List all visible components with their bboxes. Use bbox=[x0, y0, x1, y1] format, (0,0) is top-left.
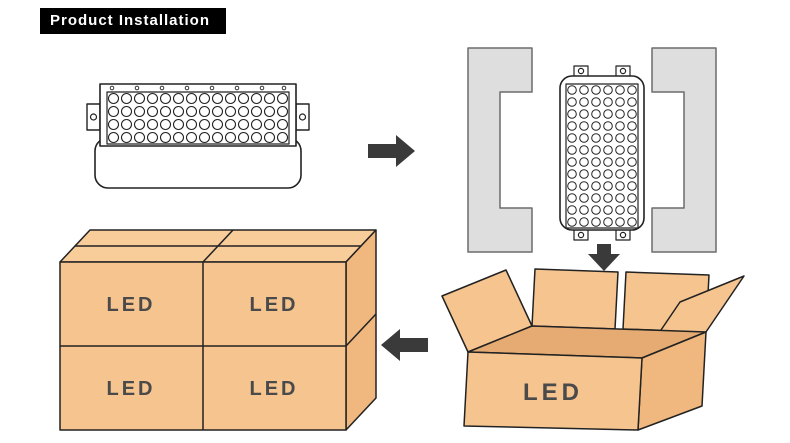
arrow-right-icon bbox=[368, 135, 415, 167]
foam-bracket-right bbox=[651, 47, 717, 253]
led-floodlight-front-view bbox=[86, 83, 310, 189]
stacked-box-led-label: LED bbox=[250, 378, 299, 400]
stacked-box-led-label: LED bbox=[107, 378, 156, 400]
screw-icon bbox=[298, 113, 307, 121]
led-lens-array-vertical bbox=[565, 83, 639, 229]
led-lens-array bbox=[106, 91, 290, 145]
box-divider-side bbox=[345, 313, 377, 347]
stacked-box-led-label: LED bbox=[107, 294, 156, 316]
panel-screws bbox=[109, 85, 287, 91]
open-carton-box: LED bbox=[441, 268, 745, 431]
open-box-led-label: LED bbox=[523, 379, 583, 406]
foam-bracket-left bbox=[467, 47, 533, 253]
screw-icon bbox=[89, 113, 98, 121]
stacked-box-led-label: LED bbox=[250, 294, 299, 316]
box-front-face bbox=[463, 351, 643, 431]
section-title: Product Installation bbox=[50, 12, 211, 29]
arrow-down-icon bbox=[588, 244, 620, 271]
back-flap-left bbox=[531, 268, 619, 330]
arrow-left-icon bbox=[381, 329, 428, 361]
section-title-banner: Product Installation bbox=[40, 8, 227, 34]
stacked-carton-boxes: LED LED LED LED bbox=[59, 229, 377, 431]
led-floodlight-packed-view bbox=[559, 65, 645, 241]
